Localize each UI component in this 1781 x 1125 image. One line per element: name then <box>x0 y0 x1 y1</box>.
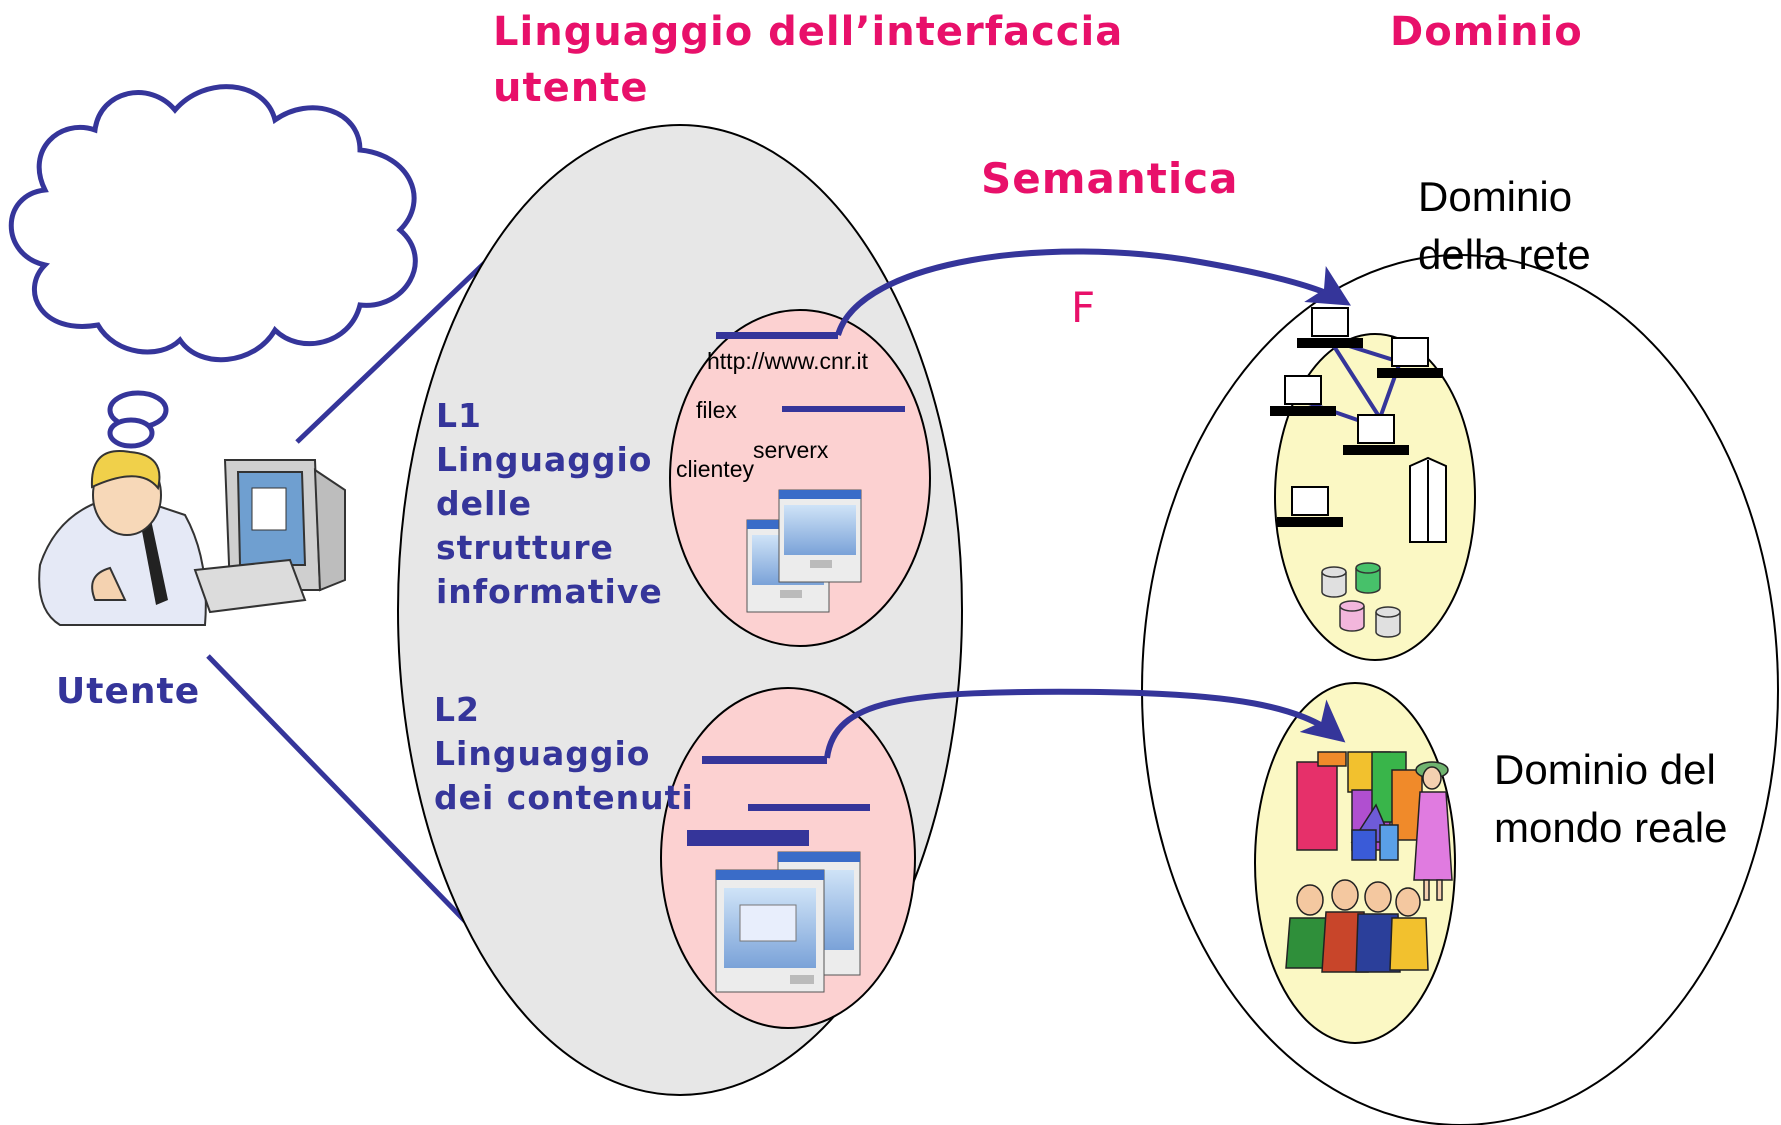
domain-ellipse <box>1141 254 1779 1125</box>
city-buildings-icon <box>1296 751 1423 861</box>
filex-bar <box>782 406 905 412</box>
client-token: clientey <box>676 456 754 482</box>
semantics-arrow-network <box>835 248 1352 336</box>
woman-figure-icon <box>1413 761 1453 901</box>
l2-language-label: L2 Linguaggio dei contenuti <box>434 690 694 817</box>
real-world-domain-label: Dominio del mondo reale <box>1494 746 1728 851</box>
user-at-computer-icon <box>38 450 346 626</box>
content-bar-1 <box>702 756 827 764</box>
semantics-arrow-real-world <box>824 688 1346 759</box>
server-token: serverx <box>753 437 829 463</box>
people-group-icon <box>1285 879 1429 973</box>
domain-heading: Dominio <box>1390 9 1583 55</box>
l1-language-ellipse <box>669 309 931 647</box>
user-link-line-top <box>295 251 497 444</box>
network-computers-icon <box>1270 307 1447 638</box>
content-bar-2 <box>748 804 870 811</box>
content-bar-3 <box>687 830 809 846</box>
user-link-line-bottom <box>206 654 497 954</box>
url-token: http://www.cnr.it <box>707 348 869 374</box>
thought-cloud-icon <box>8 84 418 449</box>
file-token: filex <box>696 397 737 423</box>
url-bar <box>716 332 838 339</box>
semantics-heading: Semantica <box>981 154 1239 203</box>
l1-language-label: L1 Linguaggio delle strutture informativ… <box>436 396 663 611</box>
user-label: Utente <box>56 671 201 712</box>
window-screenshot-icon <box>746 489 862 613</box>
interface-language-heading: Linguaggio dell’interfaccia utente <box>493 9 1124 111</box>
network-domain-label: Dominio della rete <box>1418 173 1591 278</box>
window-screenshot-icon <box>715 851 861 993</box>
semantic-function-label: F <box>1071 283 1097 332</box>
